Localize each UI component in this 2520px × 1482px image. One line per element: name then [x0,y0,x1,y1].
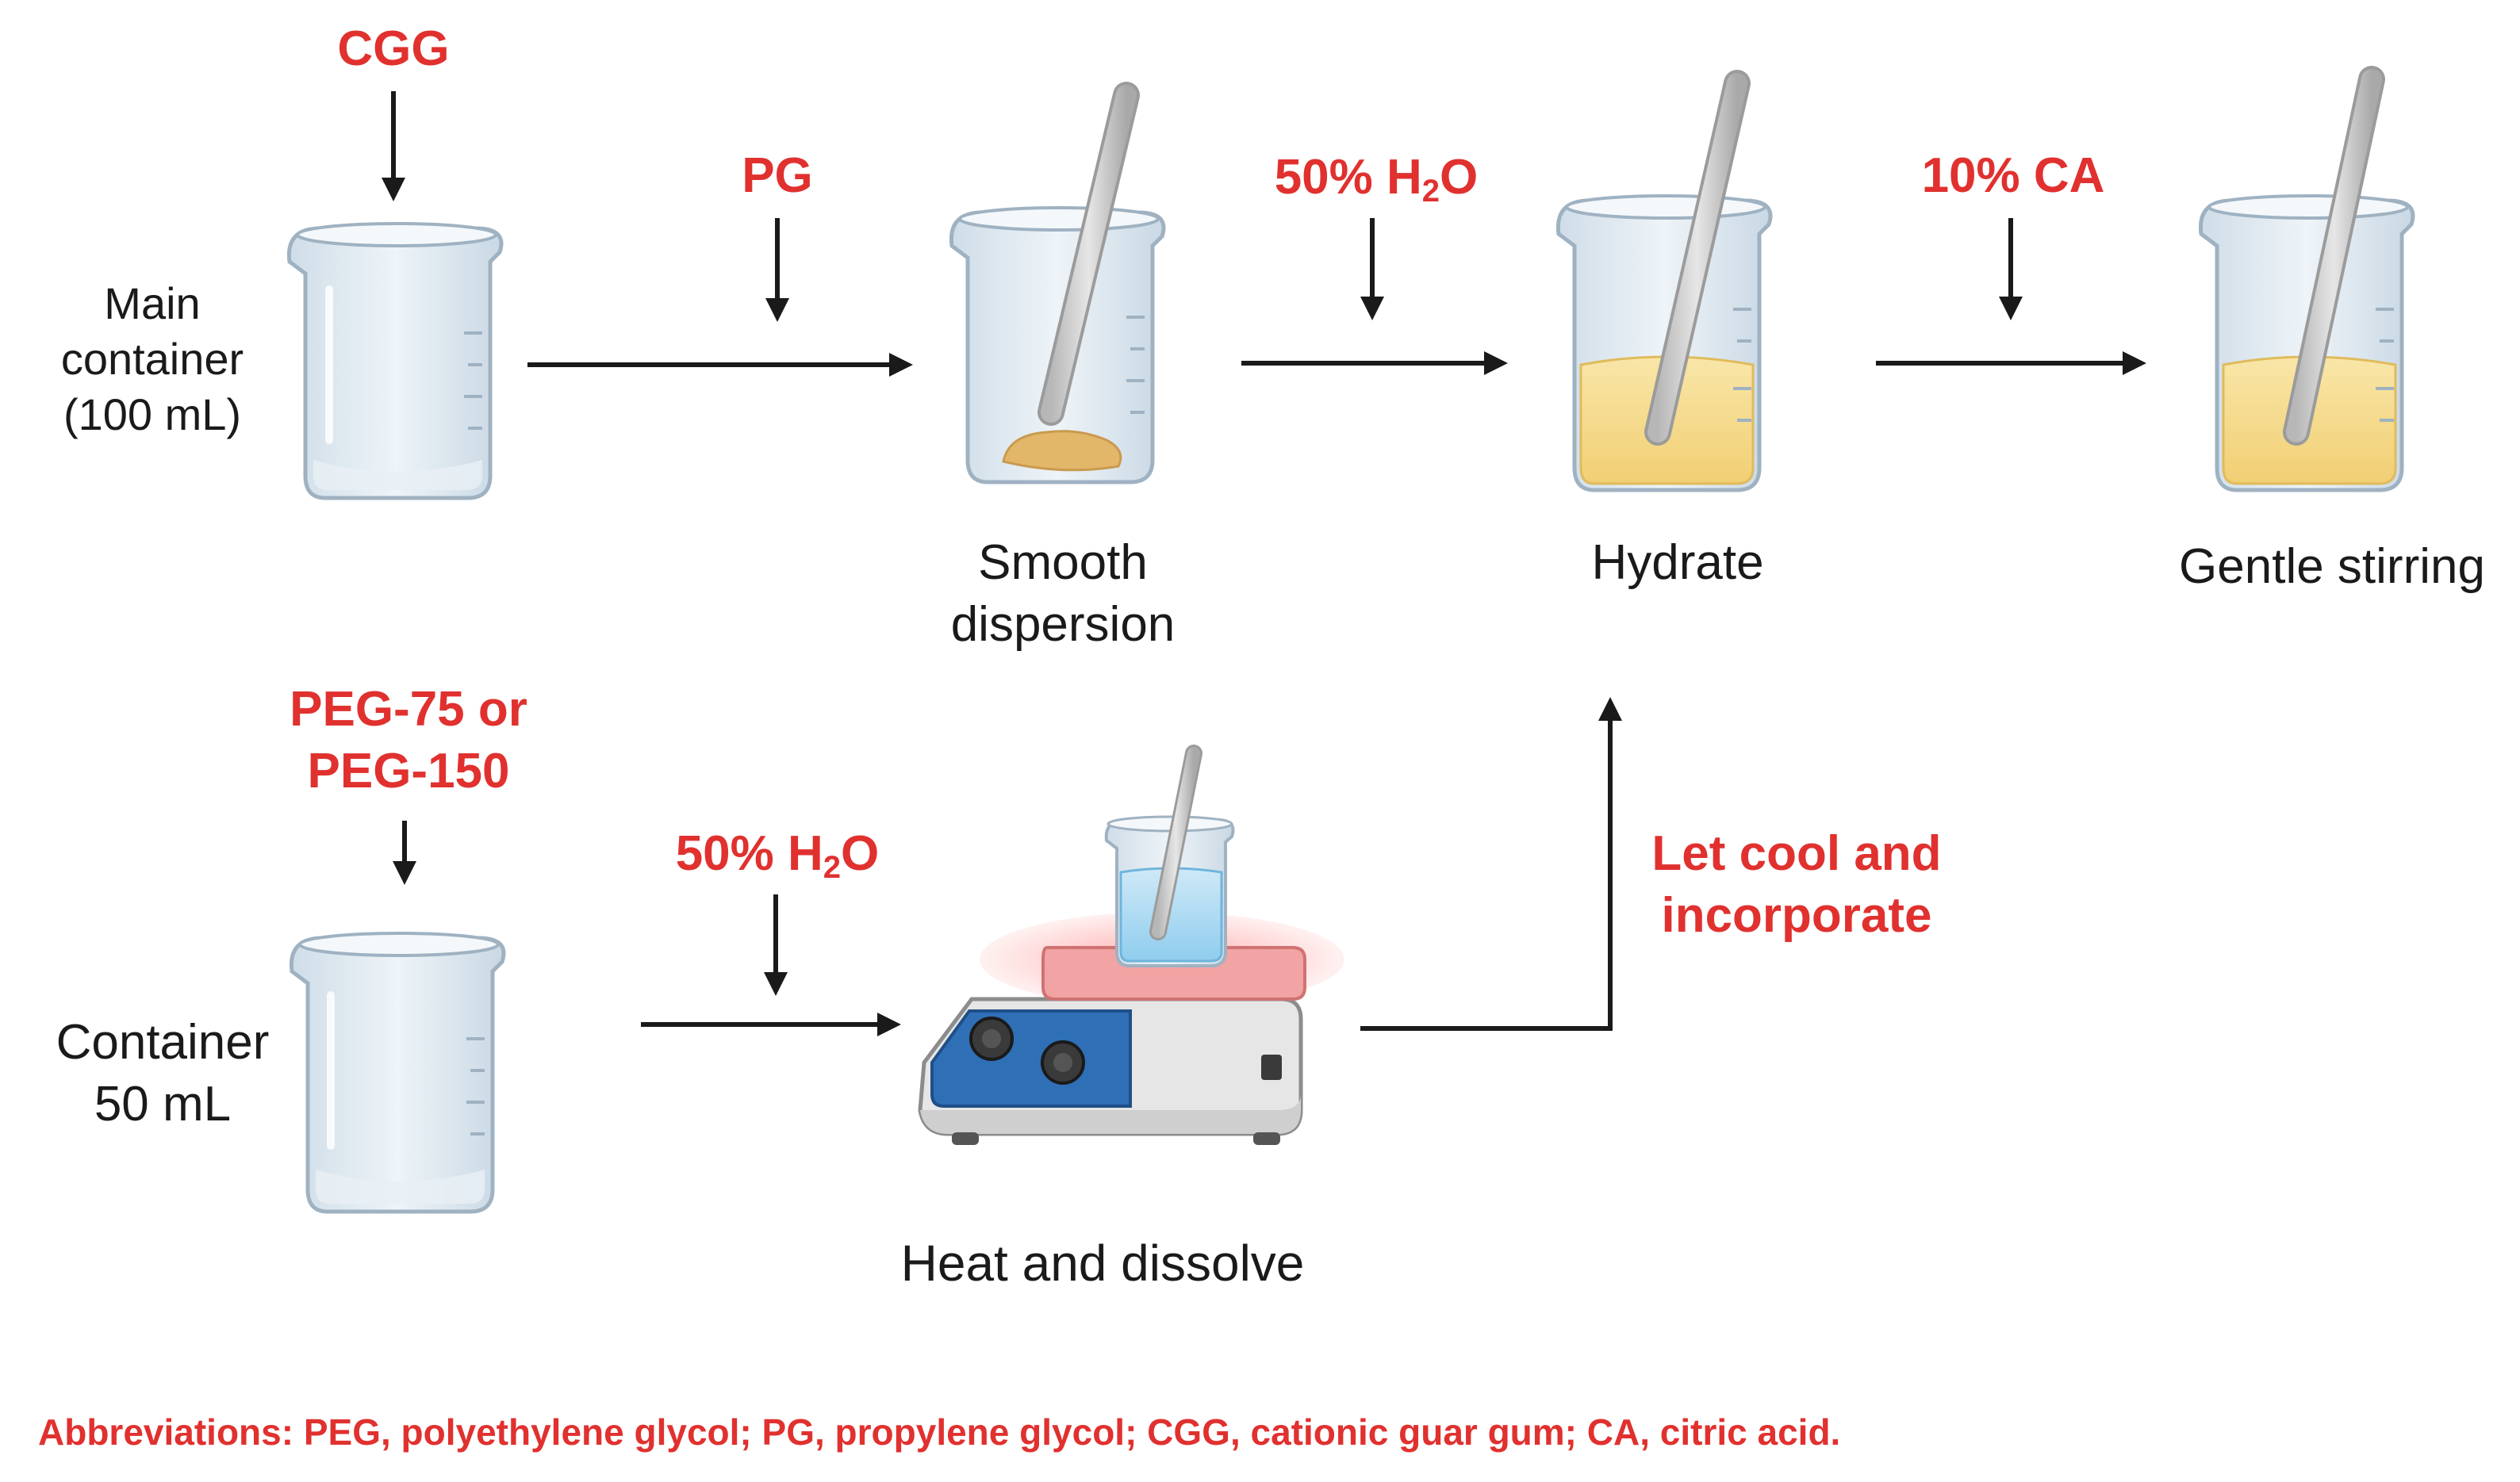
ingredient-peg-line1: PEG-75 or [290,682,527,737]
water-top-sub: 2 [1422,174,1440,209]
beaker-main-empty [286,222,504,500]
water-bottom-suffix: O [841,826,879,881]
ingredient-pg: PG [742,148,813,203]
stirring-rod [1041,85,1137,423]
beaker-smooth-dispersion [949,82,1166,484]
stirring-rod [1152,747,1200,938]
stirring-rod [1647,73,1747,442]
footer-abbreviations: Abbreviations: PEG, polyethylene glycol;… [38,1411,1840,1453]
step-cool-line2: incorporate [1661,888,1931,943]
container-50-line2: 50 mL [94,1077,231,1132]
arrow-cool-to-hydrate [1360,697,1622,1031]
water-top-suffix: O [1440,150,1478,205]
beaker-hydrate [1555,70,1773,492]
main-container-label-line2: container [61,334,244,384]
step-smooth-line1: Smooth [978,535,1148,590]
step-gentle-stirring: Gentle stirring [2179,539,2485,594]
powder-pile [1002,430,1122,472]
stirring-rod [2286,69,2382,442]
ingredient-ca: 10% CA [1922,148,2105,203]
step-hydrate: Hydrate [1591,535,1763,590]
step-smooth-line2: dispersion [951,597,1176,652]
knob-panel [930,1009,1132,1108]
container-50-line1: Container [56,1015,270,1070]
beaker-gentle-stirring [2198,66,2415,492]
water-bottom-sub: 2 [823,850,841,885]
main-container-label-line3: (100 mL) [63,389,241,439]
step-heat-dissolve: Heat and dissolve [901,1235,1305,1292]
main-container-label-line1: Main [104,278,200,328]
heating-plate [1041,946,1306,1001]
beaker-50ml-empty [289,932,506,1214]
water-bottom-prefix: 50% H [676,826,823,881]
power-switch-icon [1261,1055,1282,1080]
ingredient-peg-line2: PEG-150 [307,744,509,798]
water-top-prefix: 50% H [1275,150,1422,205]
ingredient-cgg: CGG [337,21,449,76]
ingredient-water-top: 50% H2O [1275,150,1479,209]
ingredient-water-bottom: 50% H2O [676,826,880,885]
step-cool-line1: Let cool and [1651,826,1941,881]
hotplate-stirrer [918,745,1344,1145]
